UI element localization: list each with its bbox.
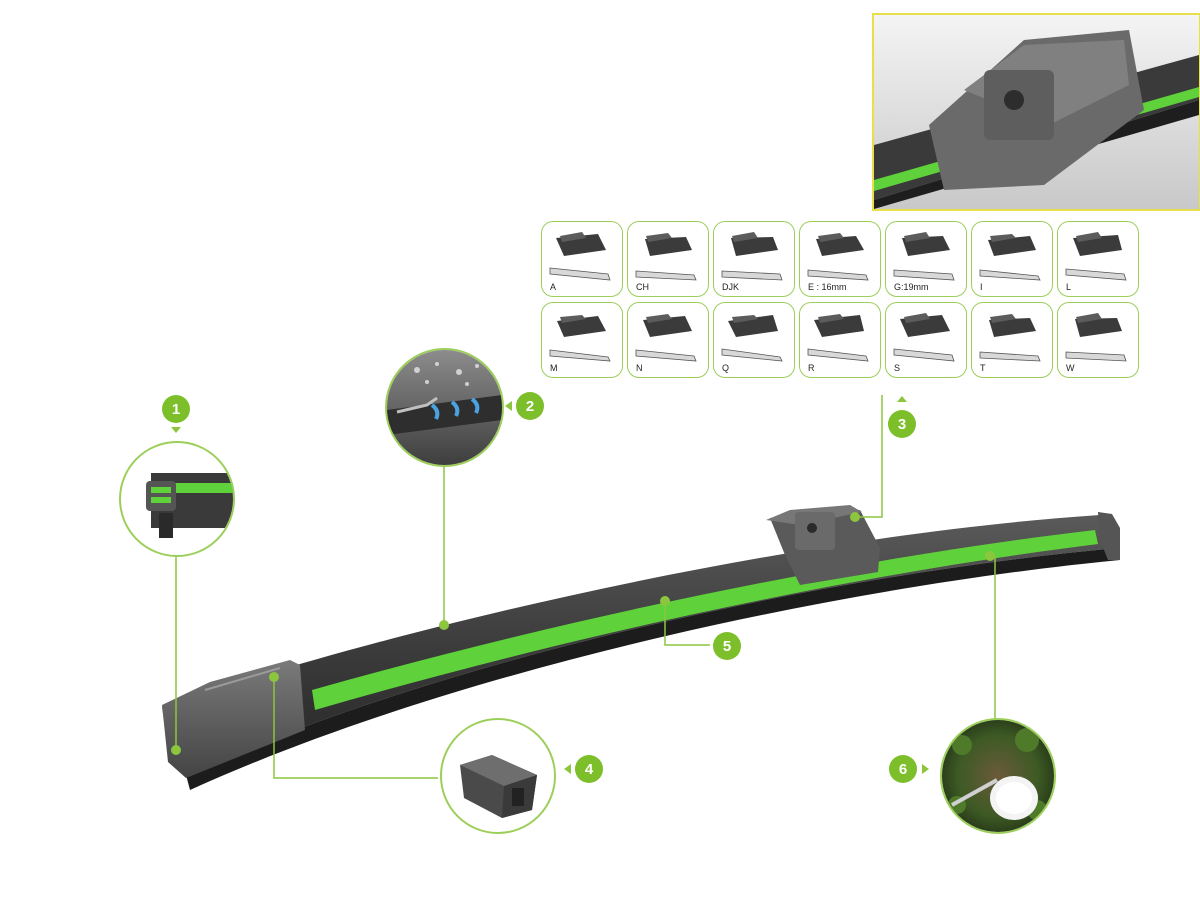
detail-bubble-end-cap — [440, 718, 556, 834]
callout-badge-3: 3 — [888, 410, 916, 438]
adapter-code-label: N — [636, 363, 643, 373]
adapter-tile-5: I — [971, 221, 1053, 297]
adapter-icon-9 — [721, 315, 783, 362]
adapter-tile-3: E : 16mm — [799, 221, 881, 297]
leader-dots — [171, 512, 995, 755]
callout-badge-6: 6 — [889, 755, 917, 783]
adapter-tile-1: CH — [627, 221, 709, 297]
adapter-code-label: S — [894, 363, 901, 373]
adapter-tile-4: G:19mm — [885, 221, 967, 297]
blade-cross-section-icon — [146, 473, 233, 538]
adapter-icon-0 — [549, 232, 611, 281]
adapter-code-label: M — [550, 363, 558, 373]
adapter-icon-11 — [893, 313, 955, 362]
detail-bubble-durability — [940, 718, 1056, 834]
adapter-icon-12 — [979, 314, 1041, 362]
adapter-icon-5 — [979, 234, 1041, 281]
water-flow-icon — [387, 350, 502, 465]
connector-closeup-icon — [874, 30, 1199, 209]
adapter-code-label: R — [808, 363, 815, 373]
adapter-icon-7 — [549, 315, 611, 362]
adapter-icon-3 — [807, 233, 869, 281]
wiper-blade — [162, 505, 1120, 790]
adapter-tile-8: N — [627, 302, 709, 378]
adapter-icon-4 — [893, 232, 955, 281]
adapter-code-label: E : 16mm — [808, 282, 847, 292]
callout-badge-4: 4 — [575, 755, 603, 783]
adapter-code-label: I — [980, 282, 983, 292]
adapter-tile-13: W — [1057, 302, 1139, 378]
adapter-tile-6: L — [1057, 221, 1139, 297]
callout-badge-1: 1 — [162, 395, 190, 423]
adapter-code-label: T — [980, 363, 986, 373]
connector-closeup-inset — [872, 13, 1200, 211]
adapter-tile-0: A — [541, 221, 623, 297]
adapter-code-label: A — [550, 282, 557, 292]
center-connector — [766, 505, 880, 585]
leader-lines — [175, 395, 996, 779]
adapter-tile-11: S — [885, 302, 967, 378]
callout-badge-5: 5 — [713, 632, 741, 660]
adapter-code-label: DJK — [722, 282, 740, 292]
adapter-code-label: W — [1066, 363, 1075, 373]
adapter-code-label: G:19mm — [894, 282, 929, 292]
adapter-tile-9: Q — [713, 302, 795, 378]
adapter-code-label: CH — [636, 282, 649, 292]
adapter-icon-1 — [635, 233, 697, 281]
detail-bubble-spoiler — [385, 348, 504, 467]
adapter-icon-6 — [1065, 232, 1127, 281]
adapter-icon-8 — [635, 314, 697, 362]
adapter-tile-12: T — [971, 302, 1053, 378]
adapter-icon-13 — [1065, 313, 1127, 362]
adapter-icon-10 — [807, 314, 869, 362]
adapter-tile-2: DJK — [713, 221, 795, 297]
outdoor-test-icon — [942, 720, 1054, 832]
adapter-icon-2 — [721, 232, 783, 281]
adapter-tile-10: R — [799, 302, 881, 378]
detail-bubble-cross-section — [119, 441, 235, 557]
callout-pointers — [171, 396, 929, 774]
end-cap-icon — [460, 755, 537, 818]
adapter-code-label: Q — [722, 363, 730, 373]
adapter-tile-7: M — [541, 302, 623, 378]
callout-badge-2: 2 — [516, 392, 544, 420]
adapter-code-label: L — [1066, 282, 1072, 292]
